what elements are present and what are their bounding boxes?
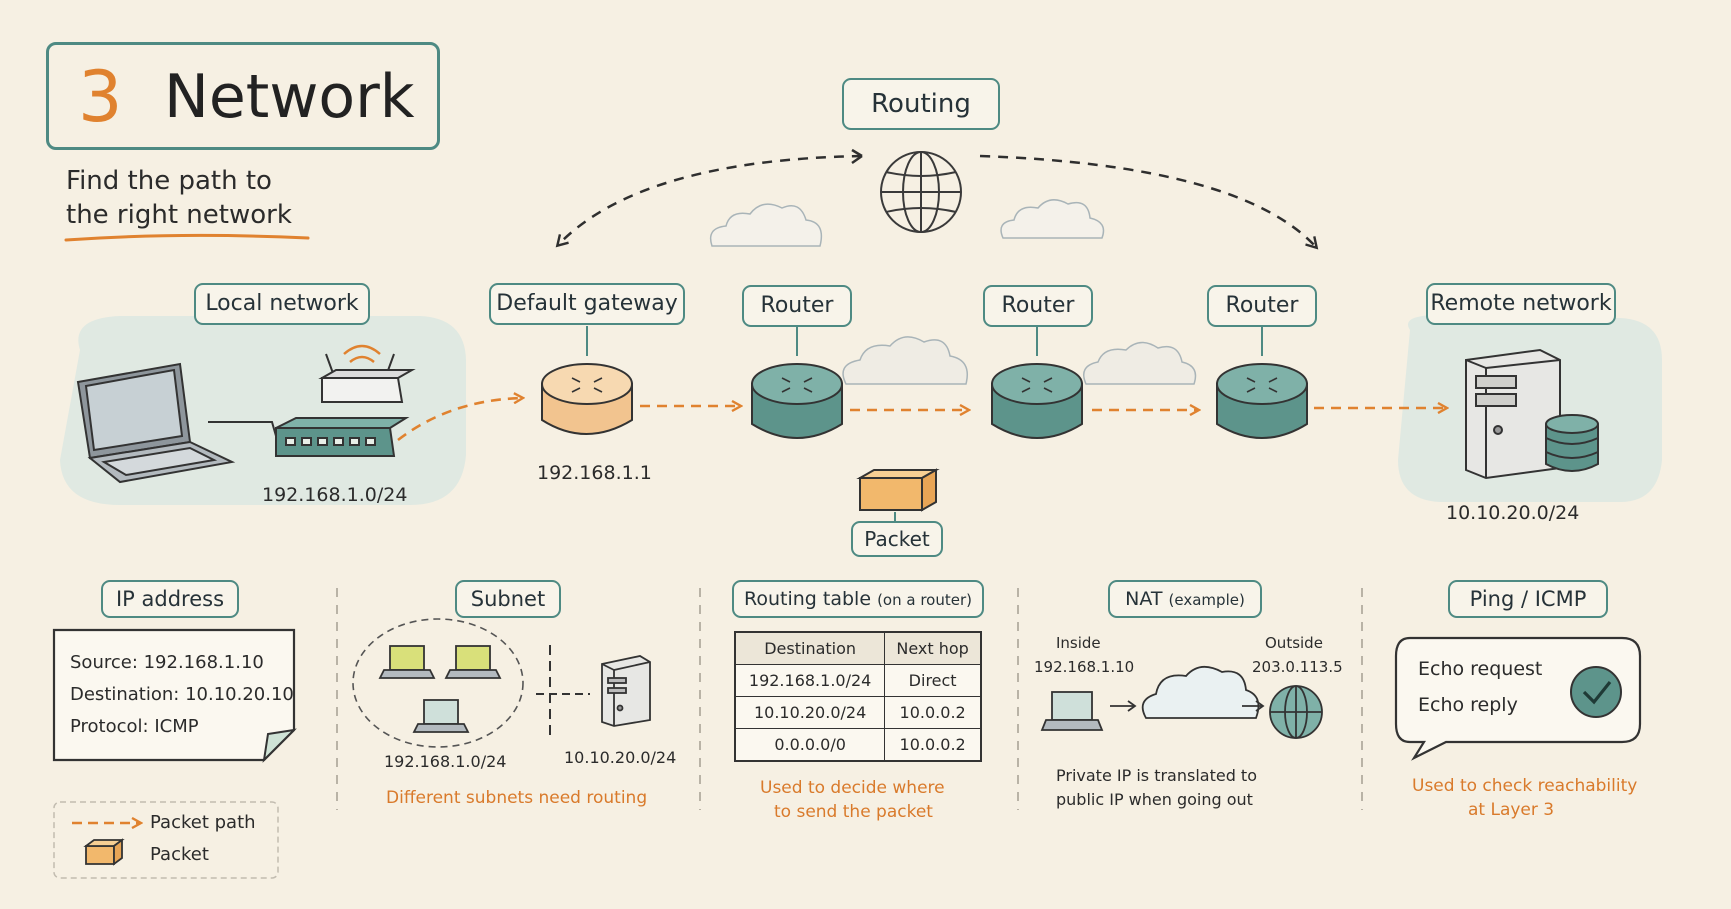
legend-packet-label: Packet <box>150 844 209 865</box>
ping-echo-reply: Echo reply <box>1418 694 1518 716</box>
routing-table-label-sub: (on a router) <box>877 591 972 609</box>
table-cell: 10.0.0.2 <box>884 728 982 762</box>
gateway-address: 192.168.1.1 <box>537 462 652 484</box>
packet-icon <box>856 468 940 512</box>
ip-destination: Destination: 10.10.20.10 <box>70 684 294 705</box>
routing-table-caption-line1: Used to decide where <box>760 778 945 798</box>
routing-arc-left-start <box>851 148 863 165</box>
ping-echo-request: Echo request <box>1418 658 1543 680</box>
routing-label: Routing <box>842 78 1000 130</box>
legend-packet-icon <box>83 838 125 866</box>
routing-table-header: Destination Next hop <box>734 631 982 665</box>
nat-globe-icon <box>1269 685 1323 739</box>
subnet-left-address: 192.168.1.0/24 <box>384 752 507 771</box>
routing-table: Destination Next hop 192.168.1.0/24 Dire… <box>734 631 982 762</box>
table-row: 0.0.0.0/0 10.0.0.2 <box>734 728 982 762</box>
check-icon <box>1570 666 1622 718</box>
remote-network-address: 10.10.20.0/24 <box>1446 502 1580 524</box>
routing-table-caption-line2: to send the packet <box>774 802 933 822</box>
nat-caption-line1: Private IP is translated to <box>1056 766 1257 785</box>
subnet-boundary <box>352 618 524 748</box>
nat-laptop-icon <box>1040 691 1104 731</box>
nat-inside-label: Inside <box>1056 634 1101 652</box>
ping-bubble <box>1394 636 1642 761</box>
ip-protocol: Protocol: ICMP <box>70 716 199 737</box>
subnet-server-icon <box>601 655 651 727</box>
router3-icon <box>1216 363 1308 439</box>
packet-label: Packet <box>851 521 943 557</box>
ping-label: Ping / ICMP <box>1448 580 1608 618</box>
local-network-address: 192.168.1.0/24 <box>262 484 408 506</box>
table-cell: 192.168.1.0/24 <box>734 664 886 697</box>
subnet-right-address: 10.10.20.0/24 <box>564 748 677 767</box>
nat-label-main: NAT <box>1125 588 1163 610</box>
nat-label-sub: (example) <box>1168 591 1245 609</box>
table-row: 192.168.1.0/24 Direct <box>734 664 982 697</box>
globe-icon <box>880 151 962 233</box>
ping-caption-line1: Used to check reachability <box>1412 776 1638 796</box>
table-cell: Direct <box>884 664 982 697</box>
table-cell: 10.0.0.2 <box>884 696 982 729</box>
subtitle-line1: Find the path to <box>66 166 272 196</box>
routing-arc-right <box>979 154 1316 247</box>
routing-table-label: Routing table (on a router) <box>732 580 984 618</box>
routing-table-label-main: Routing table <box>744 588 872 610</box>
subnet-label: Subnet <box>455 580 561 618</box>
subtitle-underline <box>64 233 310 242</box>
router1-label: Router <box>742 285 852 327</box>
server-icon <box>1465 348 1561 480</box>
router2-label: Router <box>983 285 1093 327</box>
nat-label: NAT (example) <box>1108 580 1262 618</box>
remote-network-label: Remote network <box>1426 283 1616 325</box>
nat-inside-address: 192.168.1.10 <box>1034 658 1135 676</box>
local-network-label: Local network <box>194 283 370 325</box>
laptop-icon <box>76 362 236 484</box>
table-row: 10.10.20.0/24 10.0.0.2 <box>734 696 982 729</box>
router3-label: Router <box>1207 285 1317 327</box>
ping-caption-line2: at Layer 3 <box>1468 800 1555 820</box>
legend-box <box>53 801 279 879</box>
routing-arc-left <box>558 154 863 245</box>
nat-outside-label: Outside <box>1265 634 1323 652</box>
laptop-cable <box>208 421 277 437</box>
routing-table-header-destination: Destination <box>734 631 886 665</box>
router1-icon <box>751 363 843 439</box>
router2-icon <box>991 363 1083 439</box>
title-box <box>46 42 440 150</box>
nat-caption-line2: public IP when going out <box>1056 790 1253 809</box>
subnet-caption: Different subnets need routing <box>386 788 648 808</box>
subtitle-line2: the right network <box>66 200 292 230</box>
title-number: 3 <box>78 56 123 138</box>
title-word: Network <box>164 62 415 132</box>
legend-path-label: Packet path <box>150 812 256 833</box>
routing-table-header-next-hop: Next hop <box>884 631 982 665</box>
ip-address-label: IP address <box>101 580 239 618</box>
subnet-laptop-icon <box>378 645 502 733</box>
nat-cloud-icon <box>1141 666 1260 719</box>
gateway-router-icon <box>541 363 633 435</box>
nat-outside-address: 203.0.113.5 <box>1252 658 1343 676</box>
cloud-icon <box>709 199 1197 385</box>
wifi-router-icon <box>318 344 416 403</box>
ip-source: Source: 192.168.1.10 <box>70 652 264 673</box>
switch-icon <box>275 417 410 457</box>
default-gateway-label: Default gateway <box>489 283 685 325</box>
table-cell: 0.0.0.0/0 <box>734 728 886 762</box>
database-icon <box>1545 414 1599 472</box>
table-cell: 10.10.20.0/24 <box>734 696 886 729</box>
